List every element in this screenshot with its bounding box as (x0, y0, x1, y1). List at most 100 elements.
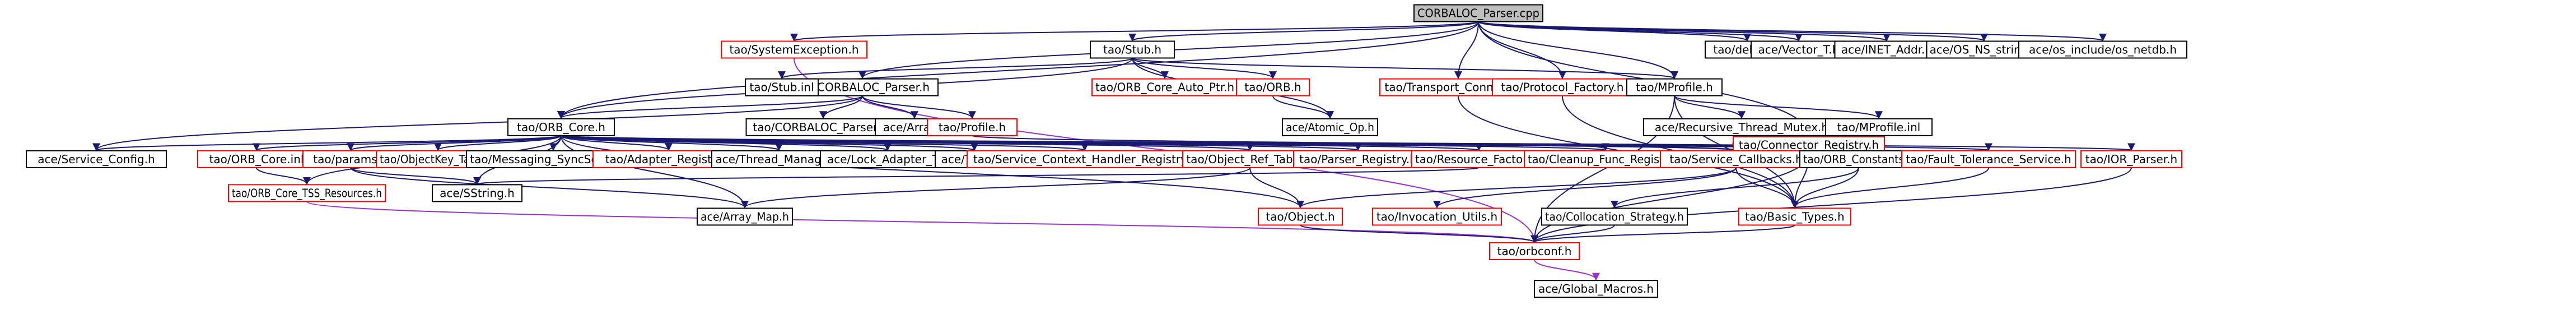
node-label-recmutex: ace/Recursive_Thread_Mutex.h (1655, 121, 1828, 134)
edge-basictypes-to-orbconf (1530, 224, 1795, 243)
node-box-arraymap (697, 207, 793, 226)
node-box-svcconfig (26, 150, 167, 168)
edge-mprofile-to-recmutex (1674, 95, 1746, 119)
node-sysexc[interactable]: tao/SystemException.h (721, 40, 867, 59)
node-inetaddr[interactable]: ace/INET_Addr.h (1834, 40, 1939, 59)
node-box-stubinl (745, 78, 819, 96)
edge-orbcore-to-iorparser (561, 135, 2134, 151)
node-netdb[interactable]: ace/os_include/os_netdb.h (2018, 40, 2187, 59)
node-orbconst[interactable]: tao/ORB_Constants.h (1799, 150, 1918, 168)
edge-orbcore-to-svcconfig (92, 135, 562, 151)
edge-tssres-to-orbconf (306, 201, 1538, 243)
node-box-coreautoptr (1091, 78, 1238, 96)
edge-orbcore-to-objkeytable (434, 135, 562, 151)
node-label-tssres: tao/ORB_Core_TSS_Resources.h (232, 186, 382, 200)
node-atomicop[interactable]: ace/Atomic_Op.h (1282, 118, 1378, 136)
edge-orbconf-to-globalmacros (1534, 259, 1600, 281)
node-iorparser[interactable]: tao/IOR_Parser.h (2080, 150, 2182, 168)
node-label-globalmacros: ace/Global_Macros.h (1538, 282, 1654, 295)
node-box-objecth (1258, 207, 1343, 226)
node-box-orbconst (1799, 150, 1918, 168)
node-label-mprofileinl: tao/MProfile.inl (1837, 121, 1921, 134)
node-box-netdb (2018, 40, 2187, 59)
node-stubh[interactable]: tao/Stub.h (1090, 40, 1175, 59)
edge-orbcore-to-adapterreg (561, 135, 673, 151)
file-nodes: CORBALOC_Parser.cpptao/SystemException.h… (26, 4, 2187, 298)
node-box-mprofile (1626, 78, 1723, 96)
node-label-corbalocinl: tao/CORBALOC_Parser.inl (753, 121, 893, 134)
node-resfactory[interactable]: tao/Resource_Factory.h (1411, 150, 1547, 168)
node-basictypes[interactable]: tao/Basic_Types.h (1738, 207, 1851, 226)
node-recmutex[interactable]: ace/Recursive_Thread_Mutex.h (1643, 118, 1840, 136)
node-box-corbalocinl (745, 118, 901, 136)
node-orbconf[interactable]: tao/orbconf.h (1489, 242, 1580, 260)
node-box-collocation (1541, 207, 1688, 226)
node-faulttol[interactable]: tao/Fault_Tolerance_Service.h (1901, 150, 2076, 168)
edge-connreg-to-orbconf (1530, 153, 1809, 243)
edge-root-to-netdb (1478, 21, 2107, 41)
node-label-sysexc: tao/SystemException.h (729, 43, 858, 56)
node-cleanupreg[interactable]: tao/Cleanup_Func_Registry.h (1524, 150, 1687, 168)
node-box-globalmacros (1534, 280, 1658, 298)
node-corbalocinl[interactable]: tao/CORBALOC_Parser.inl (745, 118, 901, 136)
node-box-invutils (1372, 207, 1502, 226)
node-label-orbcoreinl: tao/ORB_Core.inl (209, 153, 304, 166)
node-label-cleanupreg: tao/Cleanup_Func_Registry.h (1528, 153, 1683, 166)
node-box-svcctx (967, 150, 1203, 168)
node-sstring[interactable]: ace/SString.h (432, 184, 522, 202)
edge-objecth-to-orbconf (1300, 224, 1538, 243)
node-lockadapter[interactable]: ace/Lock_Adapter_T.h (820, 150, 955, 168)
node-vector[interactable]: ace/Vector_T.h (1751, 40, 1847, 59)
node-orbcoreinl[interactable]: tao/ORB_Core.inl (197, 150, 316, 168)
node-label-mprofile: tao/MProfile.h (1636, 81, 1713, 94)
node-box-parserreg (1293, 150, 1423, 168)
node-label-sstring: ace/SString.h (440, 186, 515, 200)
edge-params-to-sstring (350, 167, 481, 185)
edge-corbaloc-to-orbcore (557, 95, 863, 119)
node-label-netdb: ace/os_include/os_netdb.h (2029, 43, 2177, 56)
node-stubinl[interactable]: tao/Stub.inl (745, 78, 819, 96)
node-label-orbcore: tao/ORB_Core.h (517, 121, 605, 134)
node-label-params: tao/params.h (313, 153, 388, 166)
edge-corbaloc-to-corbalocinl (819, 95, 863, 119)
node-label-vector: ace/Vector_T.h (1758, 43, 1840, 56)
edge-params-to-arraymap (350, 167, 749, 209)
node-objecth[interactable]: tao/Object.h (1258, 207, 1343, 226)
node-box-profile (927, 118, 1018, 136)
node-coreautoptr[interactable]: tao/ORB_Core_Auto_Ptr.h (1091, 78, 1238, 96)
node-svccallbacks[interactable]: tao/Service_Callbacks.h (1660, 150, 1812, 168)
node-protocol[interactable]: tao/Protocol_Factory.h (1492, 78, 1633, 96)
node-box-faulttol (1901, 150, 2076, 168)
node-svcctx[interactable]: tao/Service_Context_Handler_Registry.h (967, 150, 1203, 168)
edge-orbcoreinl-to-tssres (256, 167, 311, 185)
node-label-atomicop: ace/Atomic_Op.h (1286, 121, 1374, 134)
node-profile[interactable]: tao/Profile.h (927, 118, 1018, 136)
edge-root-to-mprofile (1478, 21, 1678, 80)
node-collocation[interactable]: tao/Collocation_Strategy.h (1541, 207, 1688, 226)
node-label-orbconst: tao/ORB_Constants.h (1803, 153, 1914, 166)
node-label-basictypes: tao/Basic_Types.h (1745, 210, 1844, 223)
node-orbcore[interactable]: tao/ORB_Core.h (507, 118, 615, 136)
node-orbh[interactable]: tao/ORB.h (1236, 78, 1310, 96)
node-box-stubh (1090, 40, 1175, 59)
node-tssres[interactable]: tao/ORB_Core_TSS_Resources.h (228, 184, 386, 202)
node-label-connreg: tao/Connector_Registry.h (1739, 138, 1879, 152)
node-label-lockadapter: ace/Lock_Adapter_T.h (827, 153, 948, 166)
node-globalmacros[interactable]: ace/Global_Macros.h (1534, 280, 1658, 298)
node-mprofile[interactable]: tao/MProfile.h (1626, 78, 1723, 96)
edge-resfactory-to-sstring (474, 167, 1480, 185)
edge-stubh-to-stubinl (778, 57, 1133, 80)
node-mprofileinl[interactable]: tao/MProfile.inl (1825, 118, 1933, 136)
node-label-resfactory: tao/Resource_Factory.h (1415, 153, 1543, 166)
node-label-objecth: tao/Object.h (1266, 210, 1334, 223)
node-invutils[interactable]: tao/Invocation_Utils.h (1372, 207, 1502, 226)
edge-root-to-stubh (1128, 21, 1479, 41)
node-label-parserreg: tao/Parser_Registry.h (1299, 153, 1417, 166)
node-parserreg[interactable]: tao/Parser_Registry.h (1293, 150, 1423, 168)
node-arraymap[interactable]: ace/Array_Map.h (697, 207, 793, 226)
node-box-sstring (432, 184, 522, 202)
edge-objreftable-to-arraymap (741, 167, 1250, 209)
node-label-orbh: tao/ORB.h (1244, 81, 1301, 94)
node-label-faulttol: tao/Fault_Tolerance_Service.h (1906, 153, 2071, 166)
node-svcconfig[interactable]: ace/Service_Config.h (26, 150, 167, 168)
